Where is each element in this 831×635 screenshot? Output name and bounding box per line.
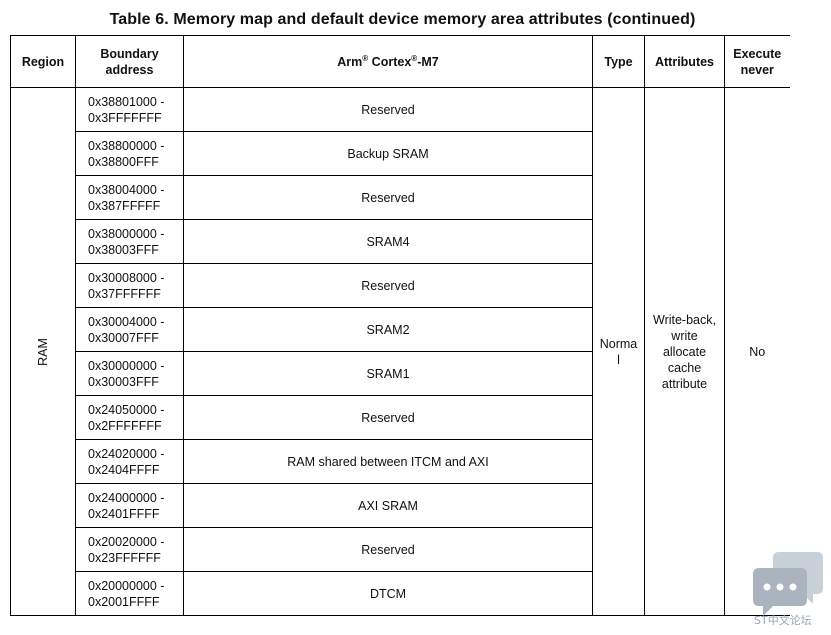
- header-cortex-mid: Cortex: [368, 54, 412, 69]
- chat-bubble-icon: [753, 552, 823, 616]
- boundary-address-cell: 0x38004000 -0x387FFFFF: [75, 175, 184, 220]
- address-start: 0x24000000 -: [88, 490, 165, 505]
- table-row: RAM 0x38801000 -0x3FFFFFFF Reserved Norm…: [10, 87, 790, 616]
- registered-mark: ®: [411, 53, 418, 63]
- boundary-address-cell: 0x20000000 -0x2001FFFF: [75, 571, 184, 616]
- address-start: 0x38800000 -: [88, 138, 165, 153]
- memory-map-table: Region Boundary address Arm® Cortex®-M7 …: [10, 35, 790, 616]
- address-end: 0x30003FFF: [88, 374, 159, 389]
- attributes-line: allocate: [662, 344, 707, 359]
- header-boundary-line2: address: [105, 62, 154, 77]
- memory-area-cell: DTCM: [183, 571, 593, 616]
- header-cortex-suffix: -M7: [417, 54, 439, 69]
- boundary-address-cell: 0x38000000 -0x38003FFF: [75, 219, 184, 264]
- boundary-address-cell: 0x30000000 -0x30003FFF: [75, 351, 184, 396]
- table-row: 0x38800000 -0x38800FFF Backup SRAM: [11, 131, 790, 176]
- memory-area-cell: Reserved: [183, 87, 593, 132]
- region-label: RAM: [36, 337, 50, 366]
- table-title: Table 6. Memory map and default device m…: [109, 11, 696, 28]
- table-row: 0x20020000 -0x23FFFFFF Reserved: [11, 527, 790, 572]
- table-row: 0x24000000 -0x2401FFFF AXI SRAM: [11, 483, 790, 528]
- attributes-line: write: [671, 328, 698, 343]
- header-execute-never: Execute never: [724, 35, 790, 88]
- boundary-address-cell: 0x38801000 -0x3FFFFFFF: [75, 87, 184, 132]
- address-end: 0x38800FFF: [88, 154, 159, 169]
- address-start: 0x20000000 -: [88, 578, 165, 593]
- memory-area-cell: SRAM2: [183, 307, 593, 352]
- watermark-dot: [776, 583, 784, 591]
- watermark-text: ST中文论坛: [754, 614, 812, 627]
- boundary-address-cell: 0x24020000 -0x2404FFFF: [75, 439, 184, 484]
- header-attributes: Attributes: [644, 35, 725, 88]
- boundary-address-cell: 0x38800000 -0x38800FFF: [75, 131, 184, 176]
- table-row: 0x24020000 -0x2404FFFF RAM shared betwee…: [11, 439, 790, 484]
- address-end: 0x2001FFFF: [88, 594, 160, 609]
- watermark-front-bubble: [753, 568, 807, 616]
- address-start: 0x24020000 -: [88, 446, 165, 461]
- type-line1: Norma: [599, 336, 638, 351]
- execute-never-cell: No: [724, 87, 790, 616]
- registered-mark: ®: [362, 53, 369, 63]
- header-region: Region: [10, 35, 76, 88]
- address-start: 0x38801000 -: [88, 94, 165, 109]
- memory-area-cell: SRAM1: [183, 351, 593, 396]
- address-end: 0x37FFFFFF: [88, 286, 161, 301]
- address-start: 0x38004000 -: [88, 182, 165, 197]
- address-start: 0x30000000 -: [88, 358, 165, 373]
- table-row: 0x30004000 -0x30007FFF SRAM2: [11, 307, 790, 352]
- memory-area-cell: Reserved: [183, 175, 593, 220]
- header-boundary-address: Boundary address: [75, 35, 184, 88]
- header-type: Type: [592, 35, 645, 88]
- header-execute-line1: Execute: [733, 46, 782, 61]
- boundary-address-cell: 0x30004000 -0x30007FFF: [75, 307, 184, 352]
- memory-area-cell: Reserved: [183, 527, 593, 572]
- address-start: 0x30004000 -: [88, 314, 165, 329]
- address-end: 0x30007FFF: [88, 330, 159, 345]
- region-cell: RAM: [10, 87, 76, 616]
- table-row: 0x30000000 -0x30003FFF SRAM1: [11, 351, 790, 396]
- header-execute-line2: never: [740, 62, 774, 77]
- watermark-dot: [789, 583, 797, 591]
- memory-area-cell: Backup SRAM: [183, 131, 593, 176]
- attributes-cell: Write-back, write allocate cache attribu…: [644, 87, 725, 616]
- header-boundary-line1: Boundary: [100, 46, 159, 61]
- address-start: 0x20020000 -: [88, 534, 165, 549]
- address-end: 0x3FFFFFFF: [88, 110, 162, 125]
- attributes-line: cache: [667, 360, 702, 375]
- address-end: 0x38003FFF: [88, 242, 159, 257]
- address-start: 0x38000000 -: [88, 226, 165, 241]
- address-end: 0x387FFFFF: [88, 198, 161, 213]
- attributes-line: attribute: [661, 376, 708, 391]
- address-start: 0x30008000 -: [88, 270, 165, 285]
- address-end: 0x2404FFFF: [88, 462, 160, 477]
- memory-area-cell: RAM shared between ITCM and AXI: [183, 439, 593, 484]
- header-cortex: Arm® Cortex®-M7: [183, 35, 593, 88]
- memory-area-cell: SRAM4: [183, 219, 593, 264]
- boundary-address-cell: 0x24050000 -0x2FFFFFFF: [75, 395, 184, 440]
- boundary-address-cell: 0x30008000 -0x37FFFFFF: [75, 263, 184, 308]
- header-cortex-prefix: Arm: [337, 54, 363, 69]
- boundary-address-cell: 0x20020000 -0x23FFFFFF: [75, 527, 184, 572]
- table-row: 0x38000000 -0x38003FFF SRAM4: [11, 219, 790, 264]
- memory-area-cell: AXI SRAM: [183, 483, 593, 528]
- table-row: 0x20000000 -0x2001FFFF DTCM: [11, 571, 790, 616]
- header-row: Region Boundary address Arm® Cortex®-M7 …: [10, 35, 790, 88]
- address-end: 0x23FFFFFF: [88, 550, 161, 565]
- address-start: 0x24050000 -: [88, 402, 165, 417]
- boundary-address-cell: 0x24000000 -0x2401FFFF: [75, 483, 184, 528]
- address-end: 0x2FFFFFFF: [88, 418, 162, 433]
- memory-area-cell: Reserved: [183, 263, 593, 308]
- watermark-dot: [763, 583, 771, 591]
- type-line2: l: [617, 352, 620, 367]
- attributes-line: Write-back,: [653, 312, 716, 327]
- memory-area-cell: Reserved: [183, 395, 593, 440]
- table-row: 0x30008000 -0x37FFFFFF Reserved: [11, 263, 790, 308]
- address-end: 0x2401FFFF: [88, 506, 160, 521]
